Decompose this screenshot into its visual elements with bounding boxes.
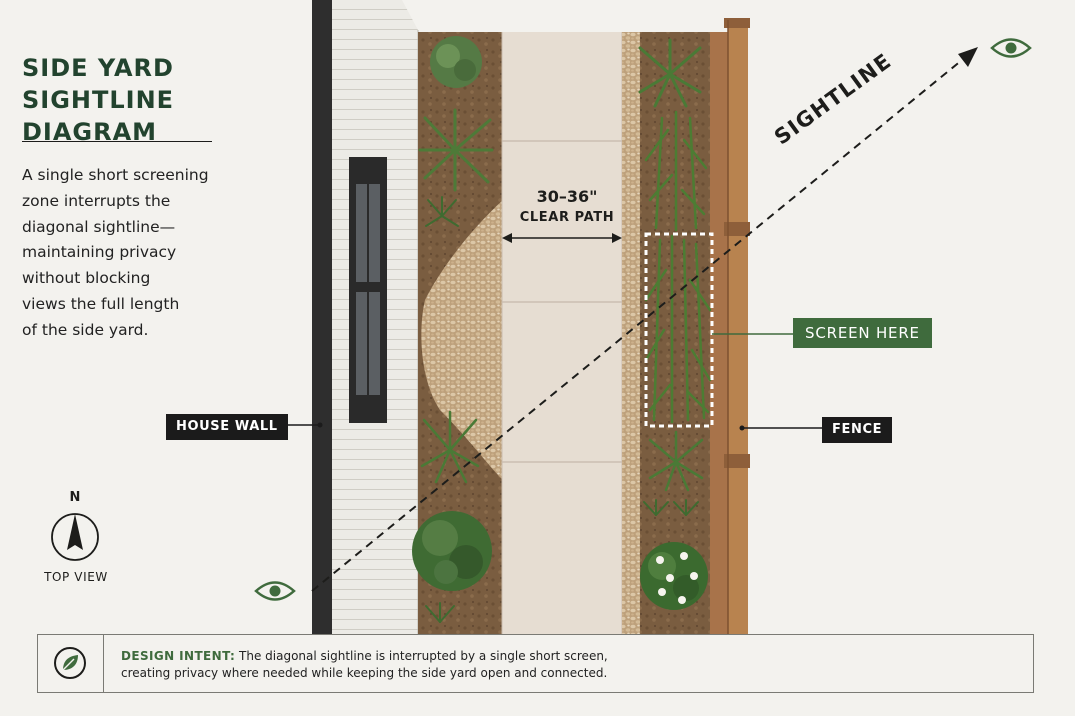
eye-icon [254,581,296,601]
house-wall-tag: HOUSE WALL [166,414,288,440]
window [349,157,387,423]
shrub-round [430,36,482,88]
title-line-1: SIDE YARD [22,54,174,82]
design-intent-heading: DESIGN INTENT: [121,649,236,663]
small-grass-plant [425,196,459,227]
path-width-dimension [502,233,622,243]
fence-tag: FENCE [822,417,893,443]
flowering-shrub [640,542,708,610]
title-divider [22,141,212,142]
clear-path-label: CLEAR PATH [519,210,615,225]
description-line: maintaining privacy [22,243,177,262]
small-grass-plant [425,602,455,623]
bamboo-screen-plants [644,110,712,424]
path-width-label: 30–36" CLEAR PATH [500,186,634,228]
description-line: views the full length [22,294,180,313]
fern-plant [418,108,494,192]
paving-path [501,32,623,634]
description-line: diagonal sightline— [22,217,176,236]
design-intent-box: DESIGN INTENT: The diagonal sightline is… [37,634,1034,693]
compass-north-label: N [69,490,81,505]
design-intent-body-1: The diagonal sightline is interrupted by… [239,649,608,663]
leaf-icon [54,647,86,679]
fence-leader-dot [739,425,745,431]
diagram-title: SIDE YARD SIGHTLINE DIAGRAM [22,52,312,148]
description-line: A single short screening [22,166,209,184]
design-intent-text: DESIGN INTENT: The diagonal sightline is… [121,648,1001,682]
screen-here-tag: SCREEN HERE [793,318,932,348]
description-line: of the side yard. [22,320,149,339]
spiky-plant [648,430,704,492]
shrub-large [412,511,492,591]
house-wall-leader-dot [317,422,323,428]
design-intent-icon-cell [38,635,104,692]
top-view-label: TOP VIEW [44,570,108,584]
fence [710,18,750,634]
path-width-value: 30–36" [536,187,598,206]
description-line: without blocking [22,269,151,288]
eye-icon [990,38,1032,58]
design-intent-line-2: creating privacy where needed while keep… [121,666,608,680]
description-text: A single short screening zone interrupts… [22,163,227,344]
small-grass-plant [643,499,699,516]
spiky-plant [638,38,702,108]
grass-plant [420,410,480,484]
screen-zone-outline [644,232,714,428]
compass-icon [51,513,99,561]
sightline-arrowhead [958,47,978,67]
description-line: zone interrupts the [22,191,171,210]
design-intent-line-1: DESIGN INTENT: The diagonal sightline is… [121,648,1001,665]
